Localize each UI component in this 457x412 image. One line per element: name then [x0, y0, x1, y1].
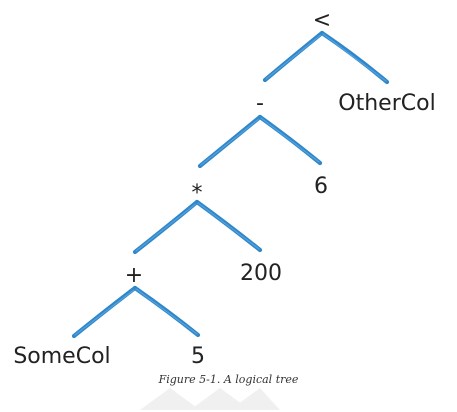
node-minus: -: [256, 91, 264, 116]
node-other-col: OtherCol: [338, 91, 435, 116]
node-two-hundred: 200: [240, 261, 282, 286]
node-five: 5: [191, 344, 205, 369]
edges-lt: [262, 30, 390, 85]
edges-minus: [197, 114, 323, 169]
edges-times: [132, 199, 263, 255]
watermark-icon: [140, 388, 280, 410]
node-six: 6: [314, 174, 328, 199]
figure-caption: Figure 5-1. A logical tree: [158, 373, 299, 386]
node-plus: +: [125, 263, 143, 288]
edges-plus: [71, 285, 201, 339]
node-times: *: [192, 181, 203, 206]
node-some-col: SomeCol: [13, 344, 110, 369]
node-lt: <: [313, 8, 331, 33]
